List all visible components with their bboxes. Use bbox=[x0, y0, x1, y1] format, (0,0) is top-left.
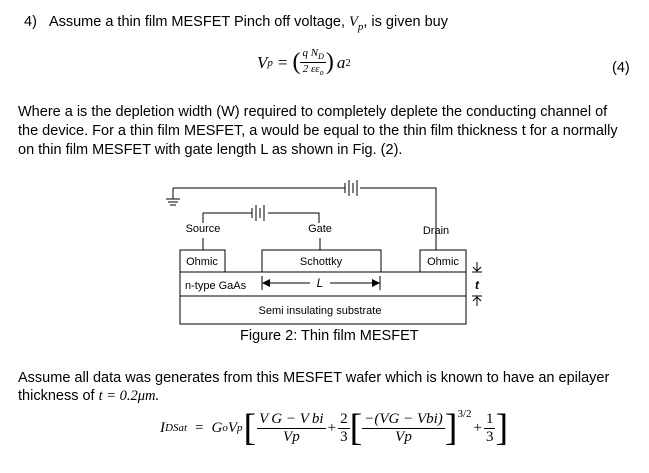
schottky-label: Schottky bbox=[300, 256, 343, 268]
substrate-label: Semi insulating substrate bbox=[259, 305, 382, 317]
eq2-plus-2: + bbox=[473, 419, 482, 436]
eq2-v-sub: p bbox=[236, 422, 243, 434]
eq1-equals: = bbox=[277, 52, 288, 72]
eq2-v: V bbox=[227, 419, 237, 436]
drain-label: Drain bbox=[423, 225, 449, 237]
assume-line-1: Assume all data was generates from this … bbox=[18, 370, 610, 386]
eq2-term2: −(VG − Vbi) Vp bbox=[362, 410, 445, 445]
ohmic-right-label: Ohmic bbox=[427, 256, 459, 268]
eq2-c2-den: 3 bbox=[340, 428, 348, 445]
eq2-c3-num: 1 bbox=[483, 410, 496, 429]
paragraph-line-3: on thin film MESFET with gate length L a… bbox=[18, 142, 403, 158]
eq2-g-sub: o bbox=[222, 422, 228, 434]
eq2-inner-open: [ bbox=[349, 407, 363, 449]
thickness-value: t = 0.2μm. bbox=[98, 388, 160, 404]
eq2-g: G bbox=[211, 419, 223, 436]
eq1-lhs-sub: p bbox=[267, 56, 273, 69]
eq2-lhs: I bbox=[160, 419, 165, 436]
assume-line-2-text: thickness of bbox=[18, 388, 99, 404]
paragraph-line-2: the device. For a thin film MESFET, a wo… bbox=[18, 123, 618, 139]
eq2-t1-num: V G − V bi bbox=[257, 410, 326, 429]
paragraph-line-1: Where a is the depletion width (W) requi… bbox=[18, 104, 608, 120]
eq2-lhs-sub: DSat bbox=[165, 422, 187, 434]
eq1-den-sub: o bbox=[319, 68, 324, 78]
eq1-num: q N bbox=[302, 47, 319, 59]
figure-caption: Figure 2: Thin film MESFET bbox=[240, 328, 419, 344]
thickness-label: t bbox=[475, 278, 480, 292]
eq2-t2-den: Vp bbox=[395, 428, 412, 445]
question-number: 4) bbox=[24, 14, 37, 30]
eq2-inner-close: ] bbox=[444, 407, 458, 449]
ntype-label: n-type GaAs bbox=[185, 280, 247, 292]
eq2-exponent: 3/2 bbox=[457, 408, 472, 420]
pinch-off-sub: p bbox=[357, 20, 364, 33]
equation-1-label: (4) bbox=[612, 60, 630, 76]
eq1-close-paren: ) bbox=[325, 49, 334, 76]
eq1-power: 2 bbox=[345, 56, 351, 69]
length-label: L bbox=[317, 276, 324, 290]
eq1-open-paren: ( bbox=[292, 49, 301, 76]
eq2-t2-num: −(VG − Vbi) bbox=[362, 410, 445, 429]
eq2-close-bracket: ] bbox=[495, 407, 509, 449]
eq2-equals: = bbox=[195, 419, 204, 436]
eq2-coef-3: 1 3 bbox=[483, 410, 496, 445]
source-label: Source bbox=[186, 223, 221, 235]
eq2-open-bracket: [ bbox=[243, 407, 257, 449]
question-intro: Assume a thin film MESFET Pinch off volt… bbox=[48, 14, 349, 30]
eq1-den: 2 εε bbox=[302, 63, 320, 76]
eq1-num-sub: D bbox=[318, 52, 324, 62]
pinch-off-symbol: V bbox=[349, 14, 358, 30]
gate-label: Gate bbox=[308, 223, 332, 235]
assume-line-2: thickness of t = 0.2μm. bbox=[18, 388, 159, 405]
eq2-plus-1: + bbox=[327, 419, 337, 436]
eq2-term1: V G − V bi Vp bbox=[257, 410, 326, 445]
eq2-coef-2: 2 3 bbox=[338, 410, 350, 445]
question-tail: , is given buy bbox=[363, 14, 448, 30]
question-line: 4) Assume a thin film MESFET Pinch off v… bbox=[24, 14, 448, 33]
eq1-factor: a bbox=[336, 52, 346, 72]
eq1-lhs: V bbox=[257, 52, 268, 72]
eq2-c3-den: 3 bbox=[485, 428, 494, 445]
ohmic-left-label: Ohmic bbox=[186, 256, 218, 268]
eq2-c2-num: 2 bbox=[338, 410, 350, 429]
eq2-t1-den: Vp bbox=[283, 428, 300, 445]
eq1-fraction: q ND 2 εεo bbox=[300, 47, 326, 78]
